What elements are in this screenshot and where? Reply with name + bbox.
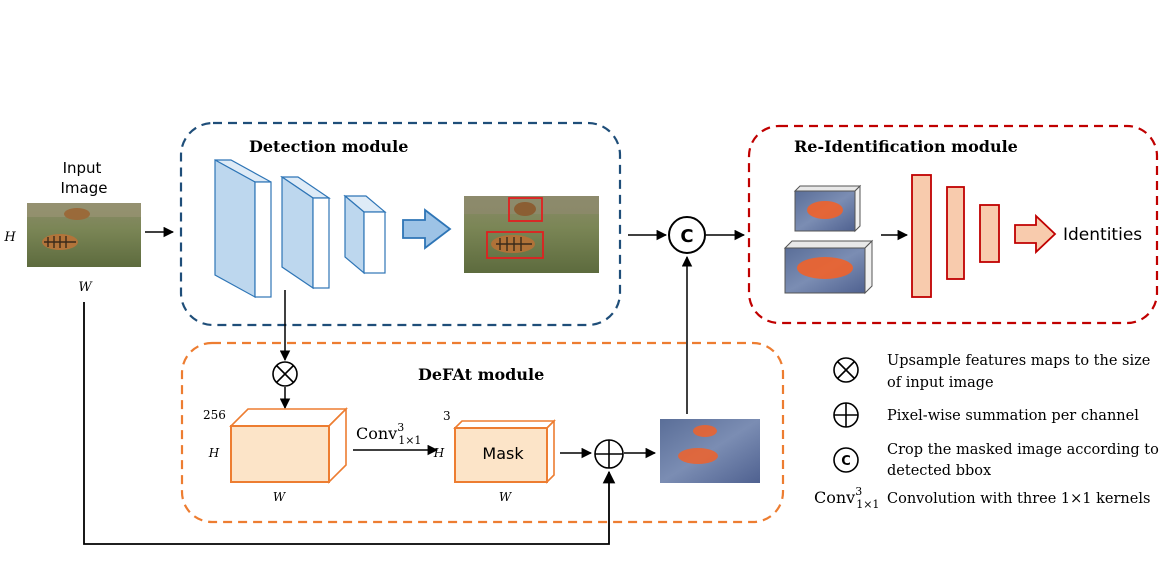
mask-cube: [453, 419, 556, 484]
legend-sum-text: Pixel-wise summation per channel: [887, 408, 1139, 424]
input-image: [27, 203, 141, 267]
mask-height-label: H: [433, 446, 445, 460]
legend-crop-icon: [833, 447, 859, 473]
reid-output-arrow: [1014, 213, 1057, 255]
detection-backbone-layer-1: [214, 158, 272, 299]
bbox-bottom: [486, 231, 544, 259]
feature-width-label: W: [273, 490, 287, 504]
mask-label: Mask: [482, 444, 524, 463]
feature-height-label: H: [208, 446, 220, 460]
detection-backbone-layer-2: [280, 175, 331, 290]
reid-crop-small: [793, 184, 862, 233]
legend-sum-icon: [833, 402, 859, 428]
sum-operator: [594, 439, 624, 469]
reid-module-box: [747, 124, 1159, 325]
input-label-line2: Image: [61, 179, 108, 197]
defat-module-title: DeFAt module: [418, 365, 544, 384]
skip-connection-arrow: [83, 302, 616, 545]
detection-module-title: Detection module: [249, 137, 408, 156]
detection-module-box: [179, 121, 622, 327]
defat-module-box: [180, 341, 785, 524]
legend-upsample-icon: [833, 357, 859, 383]
detection-backbone-layer-3: [343, 194, 387, 275]
legend-conv-text: Convolution with three 1×1 kernels: [887, 491, 1150, 507]
input-width-label: W: [78, 280, 93, 295]
detection-output-arrow: [402, 208, 452, 250]
masked-image: [660, 419, 760, 483]
mask-width-label: W: [499, 490, 513, 504]
legend-crop-icon-label: C: [841, 454, 851, 469]
identities-label: Identities: [1063, 225, 1142, 245]
input-height-label: H: [3, 230, 16, 245]
detection-result-image: [464, 196, 599, 273]
reid-crop-large: [783, 239, 874, 295]
legend-crop-text: Crop the masked image according to: [887, 442, 1159, 458]
reid-layer-2: [946, 186, 965, 280]
input-label: Input: [63, 159, 102, 177]
feature-channels-label: 256: [203, 408, 226, 422]
feature-map-cube: [229, 407, 348, 484]
reid-layer-1: [911, 174, 932, 298]
legend-crop-text-2: detected bbox: [887, 463, 991, 479]
upsample-operator: [272, 361, 298, 387]
legend-upsample-text-2: of input image: [887, 375, 994, 391]
mask-channels-label: 3: [443, 409, 451, 423]
legend-upsample-text: Upsample features maps to the size: [887, 353, 1150, 369]
reid-module-title: Re-Identification module: [794, 137, 1018, 156]
crop-operator-label: C: [680, 226, 693, 247]
bbox-top: [508, 197, 543, 222]
crop-operator: [668, 216, 706, 254]
reid-layer-3: [979, 204, 1000, 263]
